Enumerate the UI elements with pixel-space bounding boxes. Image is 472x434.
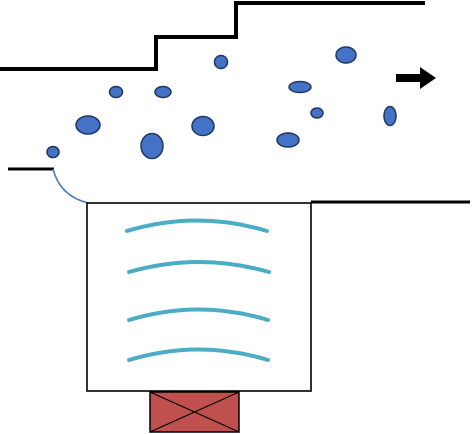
wave-group — [125, 218, 271, 362]
particle — [276, 132, 300, 148]
particle — [191, 115, 215, 137]
particle — [335, 46, 357, 64]
particle — [75, 115, 101, 135]
crossed-box-icon — [149, 391, 240, 433]
particle — [310, 107, 324, 119]
particle — [213, 54, 229, 70]
particle — [383, 105, 397, 127]
wave-line — [127, 260, 271, 274]
particle — [108, 85, 124, 99]
flow-direction-arrow-icon — [396, 67, 436, 89]
inlet-curve — [52, 168, 89, 204]
particle — [288, 80, 312, 94]
element-cross-line — [149, 391, 240, 433]
chamber-box — [86, 202, 312, 392]
upper-stepped-wall — [0, 1, 425, 71]
wave-line — [127, 307, 270, 322]
particle — [46, 145, 60, 159]
particle — [154, 85, 172, 99]
particle — [140, 132, 164, 160]
particle-group — [46, 46, 397, 160]
wave-line — [127, 347, 270, 362]
wave-line — [125, 218, 269, 233]
